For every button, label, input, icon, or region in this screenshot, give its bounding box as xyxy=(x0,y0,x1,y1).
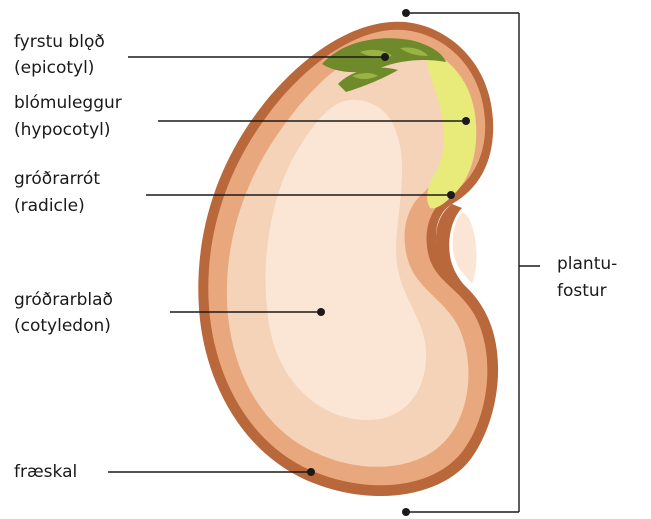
label-embryo-line2: fostur xyxy=(557,281,607,301)
marker-radicle xyxy=(447,191,455,199)
label-epicotyl-line1: fyrstu blǫð xyxy=(14,32,105,52)
label-radicle-line2: (radicle) xyxy=(14,196,85,216)
marker-seed-coat xyxy=(307,468,315,476)
label-cotyledon-line1: gróðrarblað xyxy=(14,290,113,310)
marker-hypocotyl xyxy=(462,117,470,125)
marker-cotyledon xyxy=(317,308,325,316)
marker-epicotyl xyxy=(381,53,389,61)
label-epicotyl-line2: (epicotyl) xyxy=(14,58,94,78)
label-embryo-line1: plantu- xyxy=(557,254,617,274)
label-cotyledon-line2: (cotyledon) xyxy=(14,316,111,336)
label-seed-coat: fræskal xyxy=(14,462,77,482)
label-hypocotyl-line2: (hypocotyl) xyxy=(14,120,111,140)
notch-inner xyxy=(453,212,477,284)
label-hypocotyl-line1: blómuleggur xyxy=(14,93,122,113)
label-radicle-line1: gróðrarrót xyxy=(14,169,100,189)
